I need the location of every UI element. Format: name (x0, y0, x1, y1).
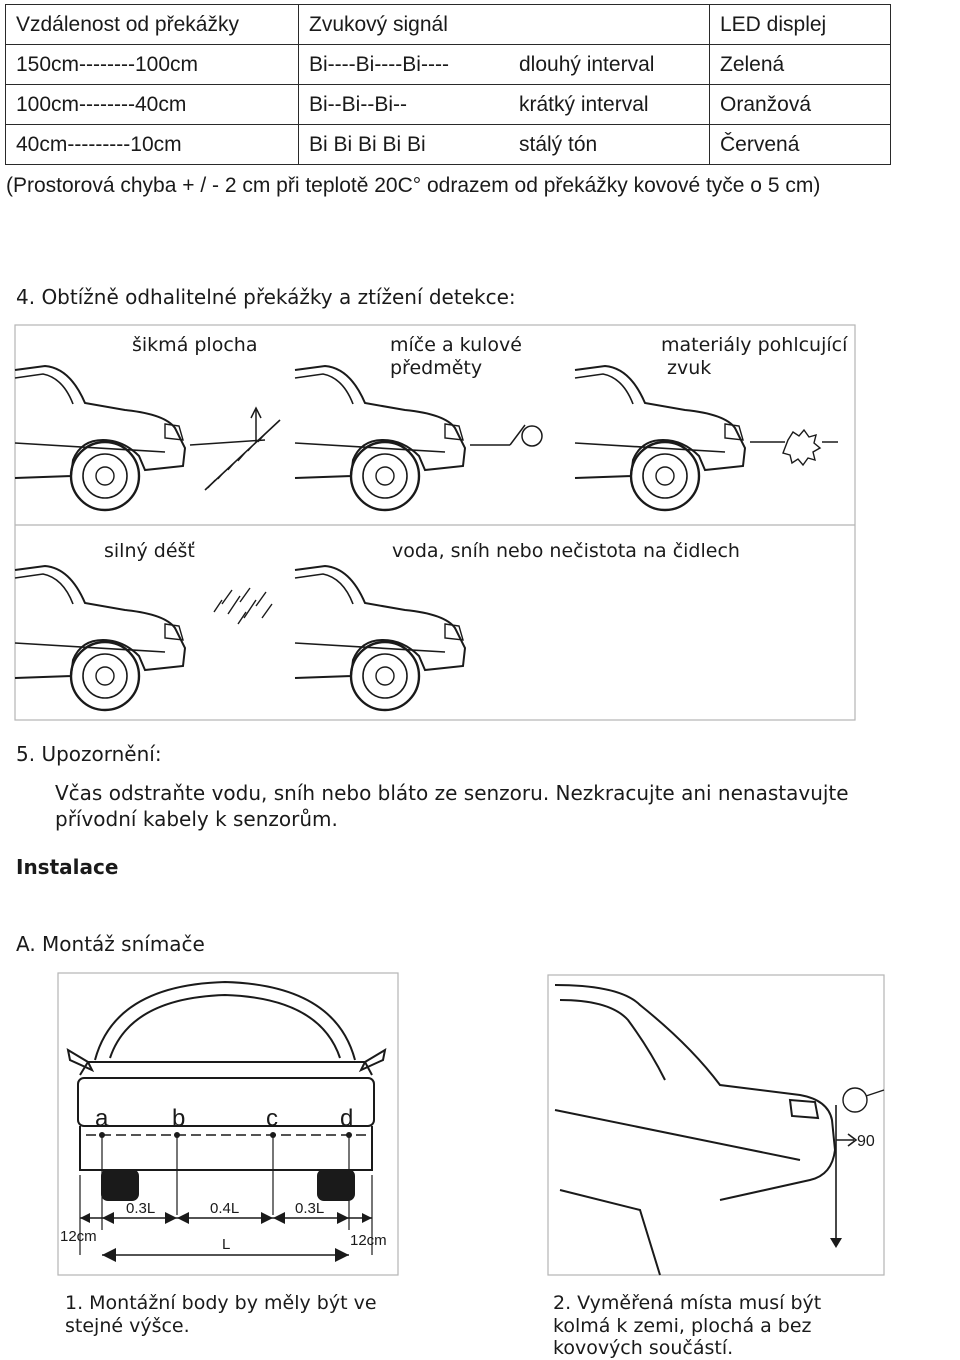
sensor-label-d: d (340, 1105, 354, 1132)
illustration-frame (14, 324, 856, 721)
car-drawing (293, 364, 467, 512)
caption-2-line-3: kovových součástí. (553, 1337, 734, 1359)
slope-obstacle-icon (189, 406, 281, 491)
distance-signal-table: Vzdálenost od překážky Zvukový signál LE… (5, 4, 891, 165)
cell-sound: Bi----Bi----Bi---- (298, 44, 509, 85)
dim-label: 0.4L (210, 1200, 240, 1217)
sensor-points (99, 1132, 352, 1138)
table-row: 100cm--------40cm Bi--Bi--Bi-- krátký in… (5, 84, 891, 125)
label-water: voda, sníh nebo nečistota na čidlech (392, 540, 740, 562)
arrowheads (80, 1212, 372, 1262)
cell-led: Červená (709, 124, 891, 165)
cell-distance: 150cm--------100cm (5, 44, 299, 85)
section-5-heading: 5. Upozornění: (16, 742, 162, 766)
rain-icon (213, 587, 273, 625)
sensor-label-c: c (266, 1105, 278, 1132)
label-absorb-2: zvuk (667, 357, 712, 379)
caption-1-line-2: stejné výšce. (65, 1315, 190, 1337)
cell-led: Zelená (709, 44, 891, 85)
cell-led: Oranžová (709, 84, 891, 125)
label-absorb-1: materiály pohlcující (661, 334, 848, 356)
absorbing-material-icon (750, 428, 838, 467)
car-drawing (13, 364, 187, 512)
cell-interval: dlouhý interval (509, 44, 710, 85)
warning-text-1: Včas odstraňte vodu, sníh nebo bláto ze … (55, 781, 849, 805)
dim-label: 0.3L (126, 1200, 156, 1217)
caption-2-line-1: 2. Vyměřená místa musí být (553, 1292, 822, 1314)
sensor-label-a: a (95, 1105, 109, 1132)
caption-2-line-2: kolmá k zemi, plochá a bez (553, 1315, 812, 1337)
tolerance-note: (Prostorová chyba + / - 2 cm při teplotě… (6, 174, 821, 197)
car-drawing (13, 564, 187, 712)
label-balls-2: předměty (390, 357, 483, 379)
cell-sound: Bi Bi Bi Bi Bi (298, 124, 509, 165)
mounting-subheading: A. Montáž snímače (16, 932, 205, 956)
cell-sound: Bi--Bi--Bi-- (298, 84, 509, 125)
label-slope: šikmá plocha (132, 334, 258, 356)
warning-text-2: přívodní kabely k senzorům. (55, 807, 338, 831)
installation-heading: Instalace (16, 855, 119, 879)
caption-1-line-1: 1. Montážní body by měly být ve (65, 1292, 377, 1314)
header-distance: Vzdálenost od překážky (5, 4, 299, 45)
dim-label: 12cm (60, 1228, 97, 1245)
side-view-drawing (547, 974, 885, 1276)
car-drawing (573, 364, 747, 512)
dim-label: 0.3L (295, 1200, 325, 1217)
dim-label: 12cm (350, 1232, 387, 1249)
header-sound: Zvukový signál (298, 4, 509, 45)
table-row: 150cm--------100cm Bi----Bi----Bi---- dl… (5, 44, 891, 85)
label-rain: silný déšť (104, 540, 195, 562)
label-balls-1: míče a kulové (390, 334, 522, 356)
dim-label: L (222, 1236, 231, 1253)
cell-interval: stálý tón (509, 124, 710, 165)
rear-view-drawing (57, 972, 399, 1276)
cell-interval: krátký interval (509, 84, 710, 125)
angle-label: 90 (857, 1133, 875, 1150)
cell-distance: 40cm---------10cm (5, 124, 299, 165)
ball-obstacle-icon (470, 424, 543, 447)
table-row: 40cm---------10cm Bi Bi Bi Bi Bi stálý t… (5, 124, 891, 165)
section-4-heading: 4. Obtížně odhalitelné překážky a ztížen… (16, 285, 516, 309)
sensor-label-b: b (172, 1105, 186, 1132)
car-drawing (293, 564, 467, 712)
